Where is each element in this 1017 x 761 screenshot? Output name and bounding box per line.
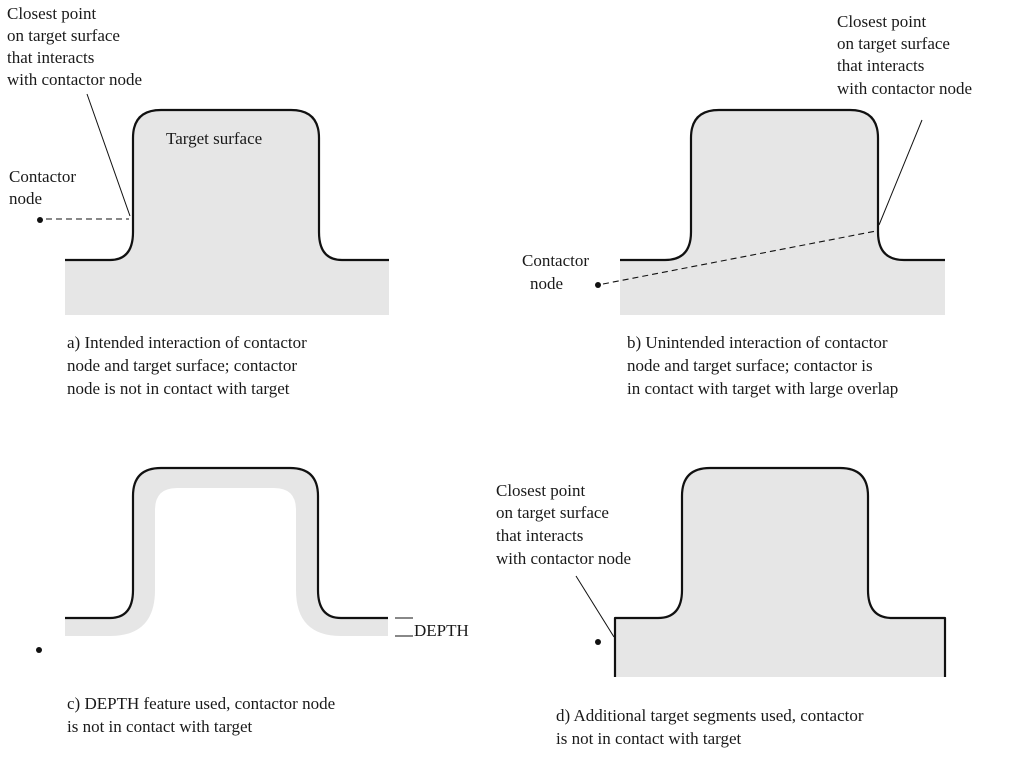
panel-c-contactor-node bbox=[36, 647, 42, 653]
panel-a-target-surface-label: Target surface bbox=[166, 129, 262, 148]
panel-b-closest-point-line: that interacts bbox=[837, 56, 924, 75]
panel-c-depth-label: DEPTH bbox=[414, 621, 469, 640]
panel-a-caption-line: node and target surface; contactor bbox=[67, 356, 297, 375]
panel-d-closest-point-line: that interacts bbox=[496, 526, 583, 545]
panel-c-depth-band bbox=[65, 468, 388, 636]
panel-b-closest-point-label: Closest point on target surface that int… bbox=[837, 12, 972, 98]
panel-b-caption-line: in contact with target with large overla… bbox=[627, 379, 898, 398]
panel-b-contactor-node bbox=[595, 282, 601, 288]
panel-d-closest-point-line: on target surface bbox=[496, 503, 609, 522]
panel-b-closest-point-line: on target surface bbox=[837, 34, 950, 53]
panel-d-contactor-node bbox=[595, 639, 601, 645]
panel-a-target-outline bbox=[65, 108, 389, 262]
panel-d-caption-line: is not in contact with target bbox=[556, 729, 742, 748]
panel-a: Target surface Closest point on target s… bbox=[7, 4, 389, 398]
panel-a-caption-line: a) Intended interaction of contactor bbox=[67, 333, 307, 352]
panel-d-closest-point-label: Closest point on target surface that int… bbox=[496, 481, 631, 568]
panel-a-contactor-label: Contactor node bbox=[9, 167, 80, 208]
panel-a-contactor-line: node bbox=[9, 189, 42, 208]
panel-b-contactor-line: Contactor bbox=[522, 251, 589, 270]
panel-d-closest-point-line: with contactor node bbox=[496, 549, 631, 568]
panel-a-target-fill bbox=[65, 110, 389, 315]
panel-b-caption-line: b) Unintended interaction of contactor bbox=[627, 333, 888, 352]
panel-a-caption-line: node is not in contact with target bbox=[67, 379, 290, 398]
panel-b-contactor-label: Contactor node bbox=[522, 251, 593, 293]
panel-b: Closest point on target surface that int… bbox=[522, 12, 972, 398]
panel-a-contactor-line: Contactor bbox=[9, 167, 76, 186]
panel-b-target-fill bbox=[620, 110, 945, 315]
panel-c-caption-line: c) DEPTH feature used, contactor node bbox=[67, 694, 335, 713]
panel-d: Closest point on target surface that int… bbox=[496, 466, 947, 748]
panel-b-leader-line bbox=[878, 119, 923, 226]
panel-c-target-outline bbox=[65, 466, 388, 620]
panel-b-closest-point-line: Closest point bbox=[837, 12, 927, 31]
panel-a-caption: a) Intended interaction of contactor nod… bbox=[67, 333, 311, 398]
panel-a-closest-point-line: with contactor node bbox=[7, 70, 142, 89]
panel-c: DEPTH c) DEPTH feature used, contactor n… bbox=[36, 466, 469, 736]
panel-a-closest-point-line: Closest point bbox=[7, 4, 97, 23]
panel-a-closest-point-line: that interacts bbox=[7, 48, 94, 67]
panel-b-caption: b) Unintended interaction of contactor n… bbox=[627, 333, 898, 398]
panel-d-caption-line: d) Additional target segments used, cont… bbox=[556, 706, 864, 725]
panel-d-closest-point-line: Closest point bbox=[496, 481, 586, 500]
panel-b-interaction-line bbox=[602, 230, 877, 285]
panel-c-caption: c) DEPTH feature used, contactor node is… bbox=[67, 694, 339, 736]
panel-c-caption-line: is not in contact with target bbox=[67, 717, 253, 736]
panel-d-target-outline bbox=[613, 466, 947, 677]
panel-b-contactor-line: node bbox=[530, 274, 563, 293]
panel-d-target-fill bbox=[615, 468, 945, 677]
panel-b-target-outline bbox=[620, 108, 945, 262]
panel-b-caption-line: node and target surface; contactor is bbox=[627, 356, 873, 375]
panel-a-contactor-node bbox=[37, 217, 43, 223]
panel-a-closest-point-line: on target surface bbox=[7, 26, 120, 45]
panel-d-caption: d) Additional target segments used, cont… bbox=[556, 706, 868, 748]
panel-b-closest-point-line: with contactor node bbox=[837, 79, 972, 98]
panel-a-leader-line bbox=[86, 93, 131, 217]
panel-d-leader-line bbox=[575, 575, 615, 638]
panel-a-closest-point-label: Closest point on target surface that int… bbox=[7, 4, 142, 89]
